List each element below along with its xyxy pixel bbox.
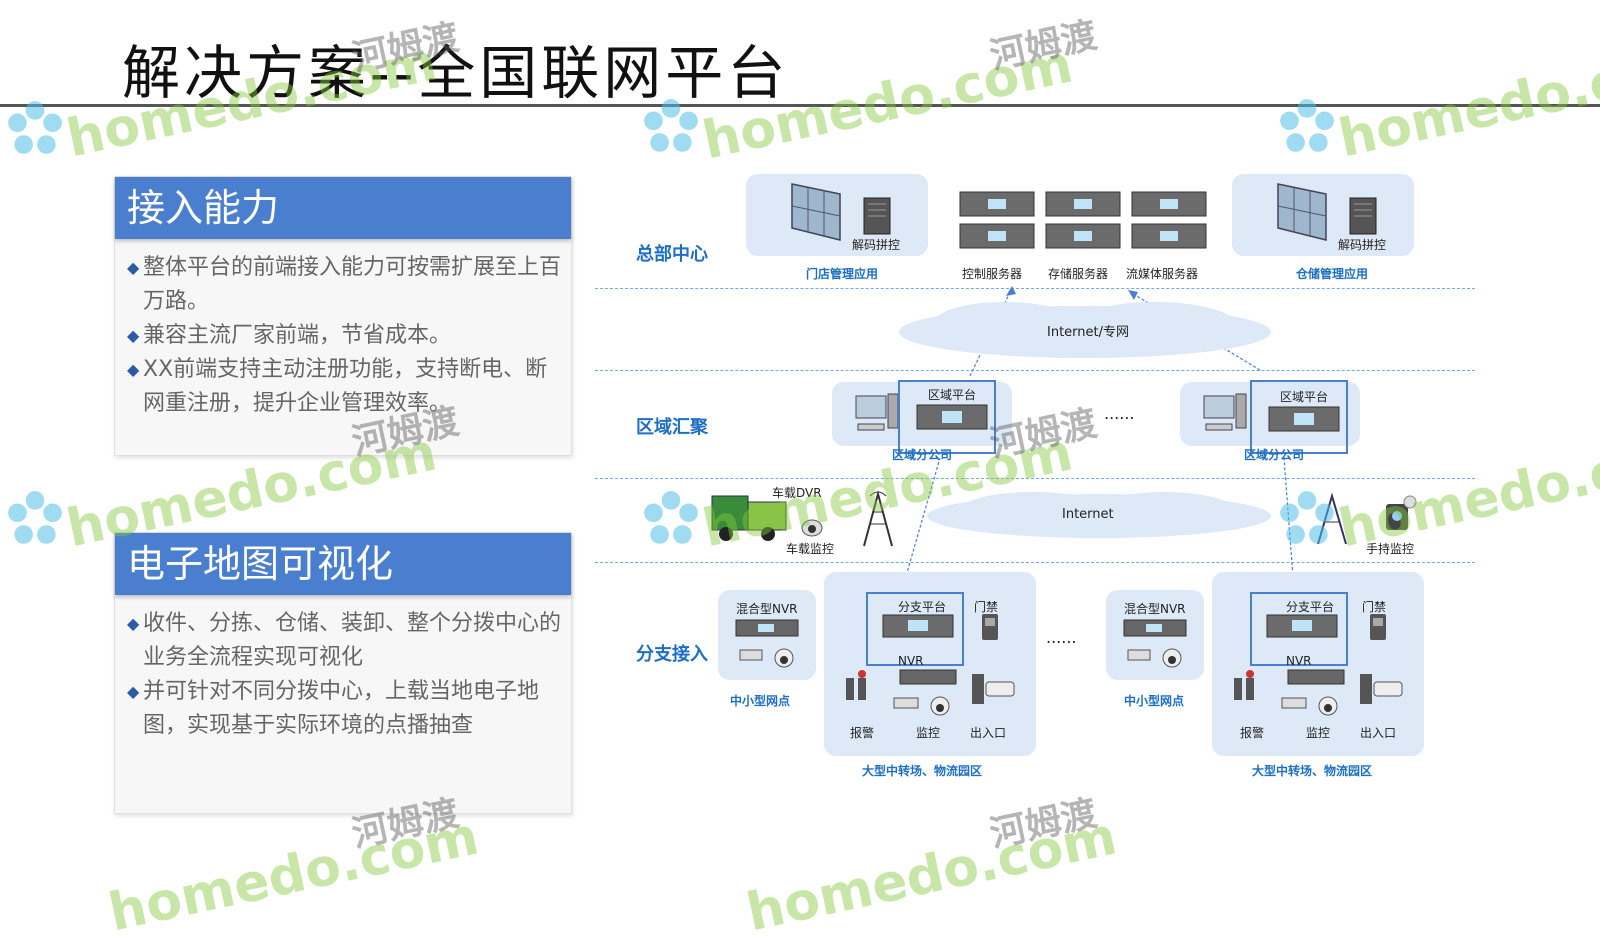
arrow-head xyxy=(1006,286,1016,296)
computer-icon xyxy=(855,393,899,431)
branch-platform-highlight xyxy=(1250,592,1348,666)
tier-label-branch: 分支接入 xyxy=(636,644,708,665)
handheld-label: 手持监控 xyxy=(1366,542,1415,556)
region-platform-label: 区域平台 xyxy=(928,388,977,402)
branch-device-icons xyxy=(1234,669,1403,716)
diamond-bullet-icon: ◆ xyxy=(127,682,140,701)
video-wall-icon xyxy=(1277,183,1327,241)
branch-small-caption: 中小型网点 xyxy=(1124,694,1185,708)
branch-small-card-right: 混合型NVR xyxy=(1106,590,1204,680)
server-icon xyxy=(916,404,988,430)
diamond-bullet-icon: ◆ xyxy=(127,258,140,277)
door-access-icon xyxy=(1370,614,1386,640)
bullet-item: ◆收件、分拣、仓储、装卸、整个分拨中心的业务全流程实现可视化 xyxy=(127,607,571,675)
cloud-icon xyxy=(899,302,1271,358)
hybrid-nvr-label: 混合型NVR xyxy=(1124,602,1186,616)
region-platform-highlight xyxy=(1250,380,1348,454)
alarm-label: 报警 xyxy=(850,726,875,740)
door-access-label: 门禁 xyxy=(974,600,999,614)
title-divider xyxy=(0,104,1600,107)
decoder-icon xyxy=(863,197,891,235)
cloud-icon xyxy=(927,492,1271,538)
alarm-label: 报警 xyxy=(1240,726,1265,740)
hq-store-app-caption: 门店管理应用 xyxy=(806,267,879,281)
decoder-label: 解码拼控 xyxy=(1338,238,1387,252)
video-wall-icon xyxy=(791,183,841,241)
panel-heading: 接入能力 xyxy=(115,177,571,239)
tier-separator xyxy=(595,562,1475,563)
region-ellipsis: ...... xyxy=(1104,404,1135,423)
door-access-label: 门禁 xyxy=(1362,600,1387,614)
page-title: 解决方案--全国联网平台 xyxy=(122,39,790,107)
region-caption: 区域分公司 xyxy=(892,448,953,462)
server-label: 存储服务器 xyxy=(1048,267,1109,281)
branch-small-card-left: 混合型NVR xyxy=(718,590,816,680)
exit-label: 出入口 xyxy=(1360,726,1397,740)
branch-ellipsis: ...... xyxy=(1046,628,1077,647)
decoder-label: 解码拼控 xyxy=(852,238,901,252)
branch-platform-highlight xyxy=(866,592,964,666)
region-platform-label: 区域平台 xyxy=(1280,390,1329,404)
nvr-camera-icons xyxy=(1123,619,1187,668)
branch-large-caption: 大型中转场、物流园区 xyxy=(862,764,983,778)
exit-label: 出入口 xyxy=(970,726,1007,740)
server-icon xyxy=(1266,614,1338,638)
server-rack-icons xyxy=(959,191,1207,249)
cloud-label: Internet/专网 xyxy=(1047,325,1129,340)
nvr-label: NVR xyxy=(898,654,924,668)
panel-heading: 电子地图可视化 xyxy=(115,533,571,595)
server-label: 控制服务器 xyxy=(962,267,1023,281)
server-icon xyxy=(1268,406,1340,432)
bullet-item: ◆XX前端支持主动注册功能，支持断电、断网重注册，提升企业管理效率。 xyxy=(127,353,571,421)
vehicle-cam-label: 车载监控 xyxy=(786,542,835,556)
tier-label-region: 区域汇聚 xyxy=(636,417,708,438)
region-platform-highlight xyxy=(898,380,996,454)
branch-platform-label: 分支平台 xyxy=(898,600,947,614)
monitor-label: 监控 xyxy=(1306,726,1331,740)
hq-warehouse-app-caption: 仓储管理应用 xyxy=(1296,267,1369,281)
bullet-item: ◆兼容主流厂家前端，节省成本。 xyxy=(127,319,571,353)
truck-icon xyxy=(711,495,787,541)
diamond-bullet-icon: ◆ xyxy=(127,360,140,379)
hq-warehouse-app-card: 解码拼控 xyxy=(1232,174,1414,256)
link-branch-left-region xyxy=(901,457,941,591)
tier-label-hq: 总部中心 xyxy=(636,244,708,265)
link-branch-right-region xyxy=(1283,457,1295,591)
arrow-head xyxy=(1128,290,1138,300)
branch-small-caption: 中小型网点 xyxy=(730,694,791,708)
branch-platform-label: 分支平台 xyxy=(1286,600,1335,614)
panel-map-visualization: 电子地图可视化 ◆收件、分拣、仓储、装卸、整个分拨中心的业务全流程实现可视化 ◆… xyxy=(114,532,572,814)
panel-access-capability: 接入能力 ◆整体平台的前端接入能力可按需扩展至上百万路。 ◆兼容主流厂家前端，节… xyxy=(114,176,572,456)
branch-large-caption: 大型中转场、物流园区 xyxy=(1252,764,1373,778)
nvr-camera-icons xyxy=(735,619,799,668)
server-label: 流媒体服务器 xyxy=(1126,267,1199,281)
computer-icon xyxy=(1203,393,1247,431)
monitor-label: 监控 xyxy=(916,726,941,740)
hq-store-app-card: 解码拼控 xyxy=(746,174,928,256)
branch-device-icons xyxy=(846,669,1015,716)
decoder-icon xyxy=(1349,197,1377,235)
signal-tower-icon xyxy=(1317,492,1347,545)
diamond-bullet-icon: ◆ xyxy=(127,326,140,345)
tier-separator xyxy=(595,288,1475,289)
dome-camera-icon xyxy=(801,519,823,537)
hybrid-nvr-label: 混合型NVR xyxy=(736,602,798,616)
signal-tower-icon xyxy=(863,490,893,547)
diamond-bullet-icon: ◆ xyxy=(127,614,140,633)
region-caption: 区域分公司 xyxy=(1244,448,1305,462)
vehicle-dvr-label: 车载DVR xyxy=(772,486,822,500)
tier-separator xyxy=(595,370,1475,371)
bullet-item: ◆并可针对不同分拨中心，上载当地电子地图，实现基于实际环境的点播抽查 xyxy=(127,675,571,743)
tier-separator xyxy=(595,478,1475,479)
door-access-icon xyxy=(982,614,998,640)
handheld-camera-icon xyxy=(1386,495,1417,530)
cloud-label: Internet xyxy=(1062,507,1114,522)
nvr-label: NVR xyxy=(1286,654,1312,668)
server-icon xyxy=(882,614,954,638)
bullet-item: ◆整体平台的前端接入能力可按需扩展至上百万路。 xyxy=(127,251,571,319)
